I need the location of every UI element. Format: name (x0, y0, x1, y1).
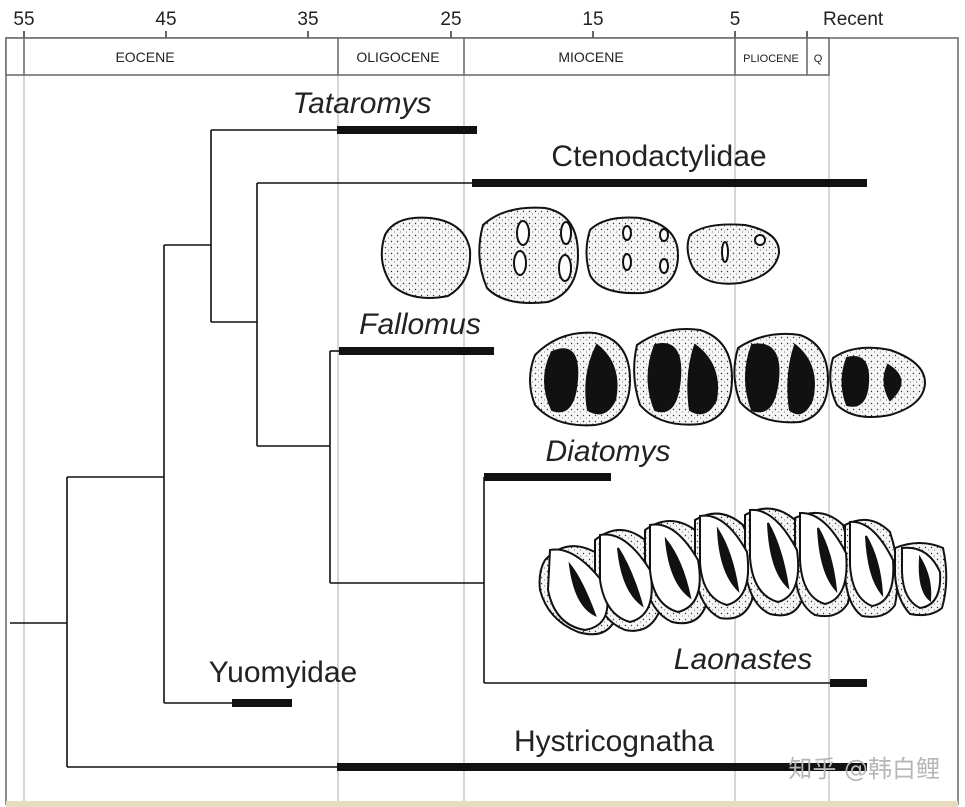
diagram-frame (5, 37, 959, 805)
epoch-quaternary: Q (814, 53, 823, 65)
epoch-oligocene: OLIGOCENE (356, 49, 439, 65)
range-bar-laonastes (830, 679, 867, 687)
range-bar-tataromys (337, 126, 477, 134)
tooth-row-laonastes (538, 507, 948, 636)
epoch-pliocene: PLIOCENE (743, 53, 799, 65)
tick-label-55: 55 (13, 9, 34, 30)
range-bar-hystricognatha (337, 763, 867, 771)
watermark-text: 知乎 @韩白鲤 (788, 755, 940, 783)
tick-label-35: 35 (297, 9, 318, 30)
epoch-eocene: EOCENE (115, 49, 174, 65)
range-bar-diatomys (484, 473, 611, 481)
range-bars (232, 126, 867, 771)
label-diatomys: Diatomys (545, 435, 670, 468)
tooth-row-ctenodactylidae (380, 206, 781, 305)
range-bar-yuomyidae (232, 699, 292, 707)
epoch-miocene: MIOCENE (558, 49, 623, 65)
label-fallomus: Fallomus (359, 308, 481, 341)
tree-branches (10, 129, 831, 768)
tick-label-45: 45 (155, 9, 176, 30)
label-laonastes: Laonastes (674, 643, 812, 676)
bottom-strip (6, 801, 958, 807)
label-ctenodactylidae: Ctenodactylidae (551, 140, 766, 173)
label-hystricognatha: Hystricognatha (514, 725, 714, 758)
label-yuomyidae: Yuomyidae (209, 656, 357, 689)
tick-label-recent: Recent (823, 9, 884, 30)
tooth-row-fallomus (529, 328, 927, 427)
time-axis: 55 45 35 25 15 5 Recent (13, 9, 884, 38)
label-tataromys: Tataromys (293, 87, 432, 120)
taxon-labels: Tataromys Ctenodactylidae Fallomus Diato… (209, 87, 812, 758)
range-bar-ctenodactylidae (472, 179, 867, 187)
tick-label-5: 5 (730, 9, 741, 30)
epoch-bar: EOCENE OLIGOCENE MIOCENE PLIOCENE Q (5, 37, 830, 76)
tick-label-25: 25 (440, 9, 461, 30)
range-bar-fallomus (339, 347, 494, 355)
tick-label-15: 15 (582, 9, 603, 30)
